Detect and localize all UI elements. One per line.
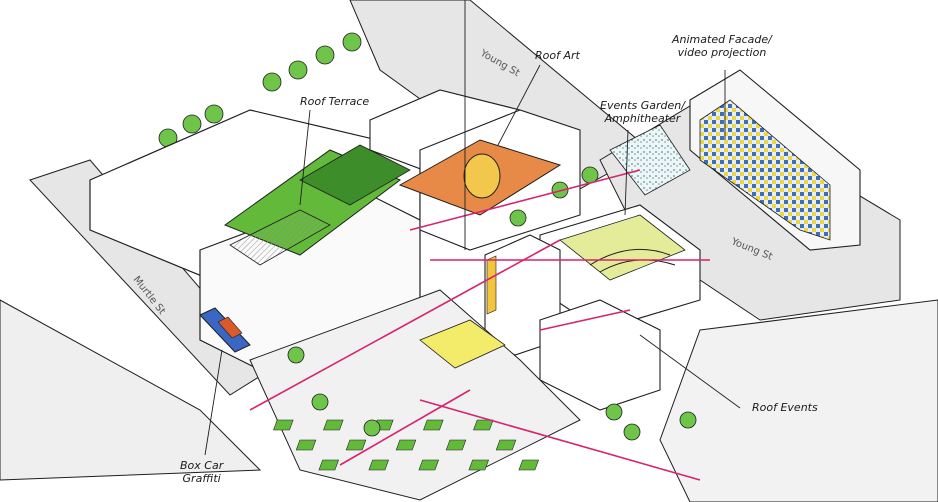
garden-plot [473,419,494,431]
route-line [539,309,631,331]
garden-plot [518,459,539,471]
tree [311,393,329,411]
right-lower-road [659,299,938,502]
annotation-roof-terrace: Roof Terrace [300,95,370,108]
tree [315,45,335,65]
leader-roof-terrace [299,109,311,206]
box-car [199,307,251,353]
garden-plot [368,459,389,471]
annotation-roof-art: Roof Art [535,49,580,62]
route-line [249,239,561,411]
route-line [339,389,471,466]
box-car-graffiti [217,316,243,339]
pedestrian-routes [249,169,710,481]
crosswalk [609,124,691,196]
leader-box-car [204,349,223,456]
tree-row-plaza [287,166,697,441]
annotation-box-car-line-2: Graffiti [182,471,221,485]
leader-roof-events [639,334,741,409]
tree [509,209,527,227]
annotation-events-garden: Events Garden/ Amphitheater [600,99,685,125]
tree [623,423,641,441]
route-line [409,169,641,231]
tree [551,181,569,199]
route-line [419,399,701,481]
roof-terrace-planting [299,144,411,206]
tree [605,403,623,421]
garden-plot [468,459,489,471]
annotation-animated-facade-line-1: Animated Facade/ [672,33,772,46]
lower-road [0,299,262,481]
animated-facade-building [689,69,861,251]
tree [342,32,362,52]
garden-plot [318,459,339,471]
tree [287,346,305,364]
leader-events-garden [624,129,629,216]
annotation-animated-facade-line-2: video projection [677,45,767,59]
garden-grid [273,419,539,471]
puzzle-pavers [419,319,506,369]
tree [204,104,224,124]
annotation-leaders [204,0,741,456]
garden-plot [323,419,344,431]
annotation-events-garden-line-2: Amphitheater [604,111,681,125]
annotation-roof-events: Roof Events [752,401,818,414]
facade-video-screen [699,99,831,241]
annotation-box-car-line-1: Box Car [180,459,224,472]
leader-roof-art [497,64,541,146]
mural-face [463,153,501,199]
roof-art-building [398,109,581,251]
central-tower [484,234,661,411]
tree [182,114,202,134]
garden-plot [495,439,517,451]
central-tower-yellow-strip [486,255,497,315]
tree [679,411,697,429]
garden-plot [445,439,467,451]
tree [363,419,381,437]
solar-panels [229,209,331,266]
garden-plot [423,419,444,431]
garden-plot [273,419,294,431]
garden-plot [345,439,367,451]
garden-plot [295,439,317,451]
annotation-animated-facade: Animated Facade/ video projection [672,33,772,59]
tree [288,60,308,80]
annotation-box-car: Box Car Graffiti [180,459,224,485]
events-garden [539,204,701,331]
tree [581,166,599,184]
garden-plot [395,439,417,451]
annotation-events-garden-line-1: Events Garden/ [600,99,685,112]
tree [262,72,282,92]
garden-plot [418,459,439,471]
tree-row-top [158,32,362,148]
